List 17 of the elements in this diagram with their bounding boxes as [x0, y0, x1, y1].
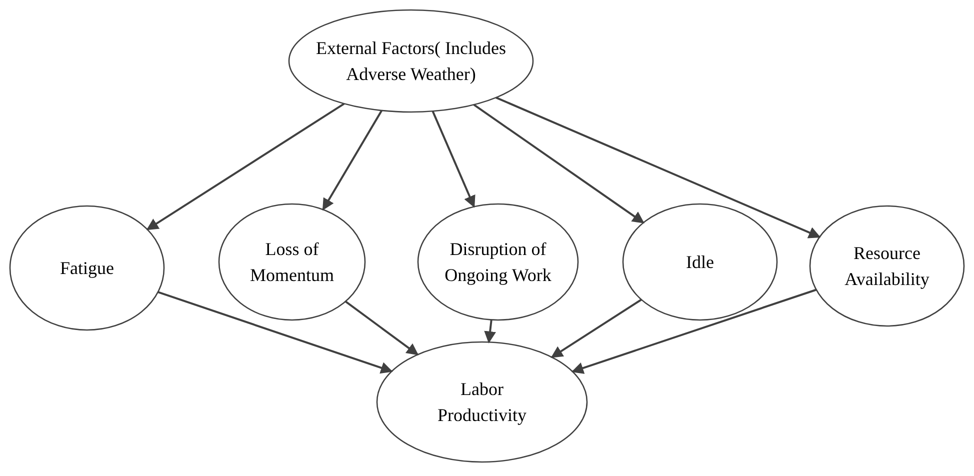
- arrow: [496, 96, 821, 238]
- node-label: Labor Productivity: [436, 378, 528, 427]
- node-label: Disruption of Ongoing Work: [444, 238, 552, 287]
- arrow: [473, 104, 644, 224]
- node-label: Idle: [685, 251, 715, 274]
- node-label: Fatigue: [59, 257, 115, 280]
- arrow: [484, 320, 496, 344]
- arrow: [571, 288, 817, 374]
- arrow: [432, 110, 476, 208]
- arrow: [146, 102, 345, 230]
- arrow: [158, 291, 393, 374]
- node-label: External Factors( Includes Adverse Weather): [315, 37, 507, 86]
- arrow: [550, 298, 642, 358]
- node-label: Resource Availability: [844, 242, 930, 291]
- node-label: Loss of Momentum: [249, 238, 335, 287]
- arrow: [344, 300, 419, 356]
- arrow: [322, 110, 383, 211]
